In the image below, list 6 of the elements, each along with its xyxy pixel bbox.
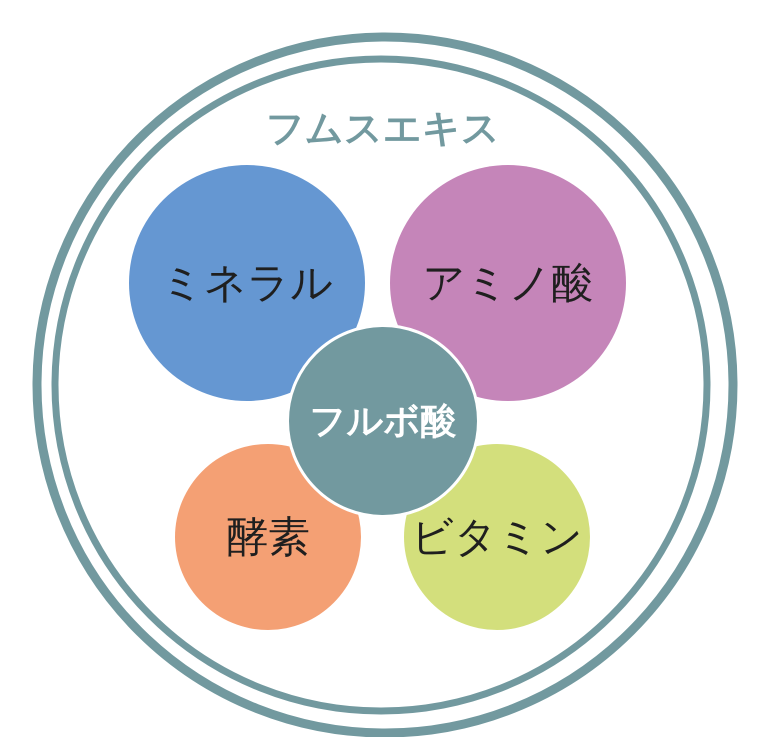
ring-title: フムスエキス bbox=[265, 105, 501, 152]
ingredient-label: フルボ酸 bbox=[310, 400, 456, 444]
ingredient-label: アミノ酸 bbox=[422, 257, 594, 309]
ingredient-label: 酵素 bbox=[226, 511, 310, 563]
ingredient-label: ビタミン bbox=[411, 511, 583, 563]
ingredient-label: ミネラル bbox=[161, 257, 333, 309]
